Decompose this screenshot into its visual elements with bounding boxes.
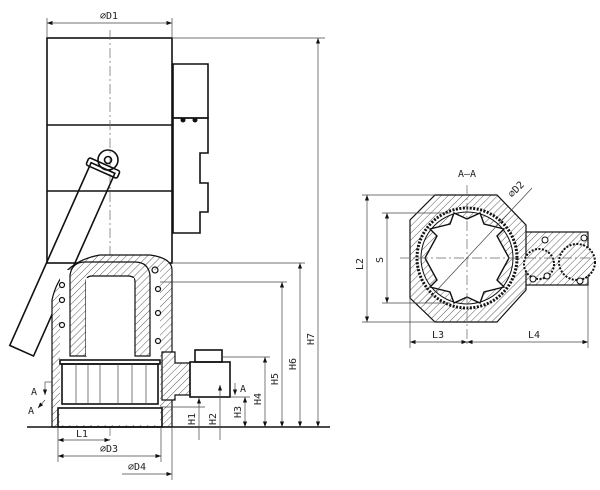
dim-h3: H3 bbox=[233, 406, 244, 418]
section-marker-a-prime: A bbox=[28, 406, 34, 417]
socket-ribs bbox=[75, 364, 147, 404]
handle-pivot-pin bbox=[103, 155, 113, 165]
side-panel-top bbox=[172, 63, 209, 119]
dim-l2: L2 bbox=[355, 258, 366, 270]
section-marker-a: A bbox=[31, 387, 37, 398]
pinion-gear bbox=[523, 248, 555, 280]
section-view-a-a: A–A ⌀D2 L2 S L3 L4 bbox=[355, 169, 596, 348]
dim-line-d2 bbox=[424, 187, 533, 304]
dim-l3: L3 bbox=[432, 330, 444, 341]
screw-icon bbox=[192, 117, 198, 123]
screw-icon bbox=[180, 117, 186, 123]
dim-s: S bbox=[375, 257, 386, 263]
valve-block bbox=[189, 361, 231, 398]
valve-cap bbox=[194, 349, 223, 363]
valve-fitting bbox=[161, 351, 191, 401]
spring bbox=[58, 266, 162, 345]
dim-h7: H7 bbox=[306, 333, 317, 345]
dim-d1: ⌀D1 bbox=[100, 11, 118, 22]
dim-h2: H2 bbox=[208, 413, 219, 425]
piston-bore bbox=[86, 278, 134, 356]
socket bbox=[61, 363, 159, 405]
dimensions: ⌀D1 H7 H6 H5 H4 H3 H2 H1 L1 ⌀D3 ⌀D4 A A bbox=[28, 11, 325, 480]
drive-gear bbox=[558, 243, 596, 281]
dim-h1: H1 bbox=[187, 413, 198, 425]
section-arrow bbox=[37, 399, 46, 409]
dim-h5: H5 bbox=[270, 373, 281, 385]
dim-l4: L4 bbox=[528, 330, 540, 341]
section-title: A–A bbox=[458, 169, 476, 180]
dim-l1: L1 bbox=[76, 429, 88, 440]
dim-d4: ⌀D4 bbox=[128, 462, 146, 473]
bolt-holes bbox=[529, 234, 588, 285]
section-marker-a-right: A bbox=[240, 384, 246, 395]
side-panel bbox=[172, 117, 209, 234]
dim-h4: H4 bbox=[253, 393, 264, 405]
front-view bbox=[8, 30, 330, 440]
handle-pivot bbox=[97, 149, 119, 171]
dim-h6: H6 bbox=[288, 358, 299, 370]
dim-d3: ⌀D3 bbox=[100, 444, 118, 455]
